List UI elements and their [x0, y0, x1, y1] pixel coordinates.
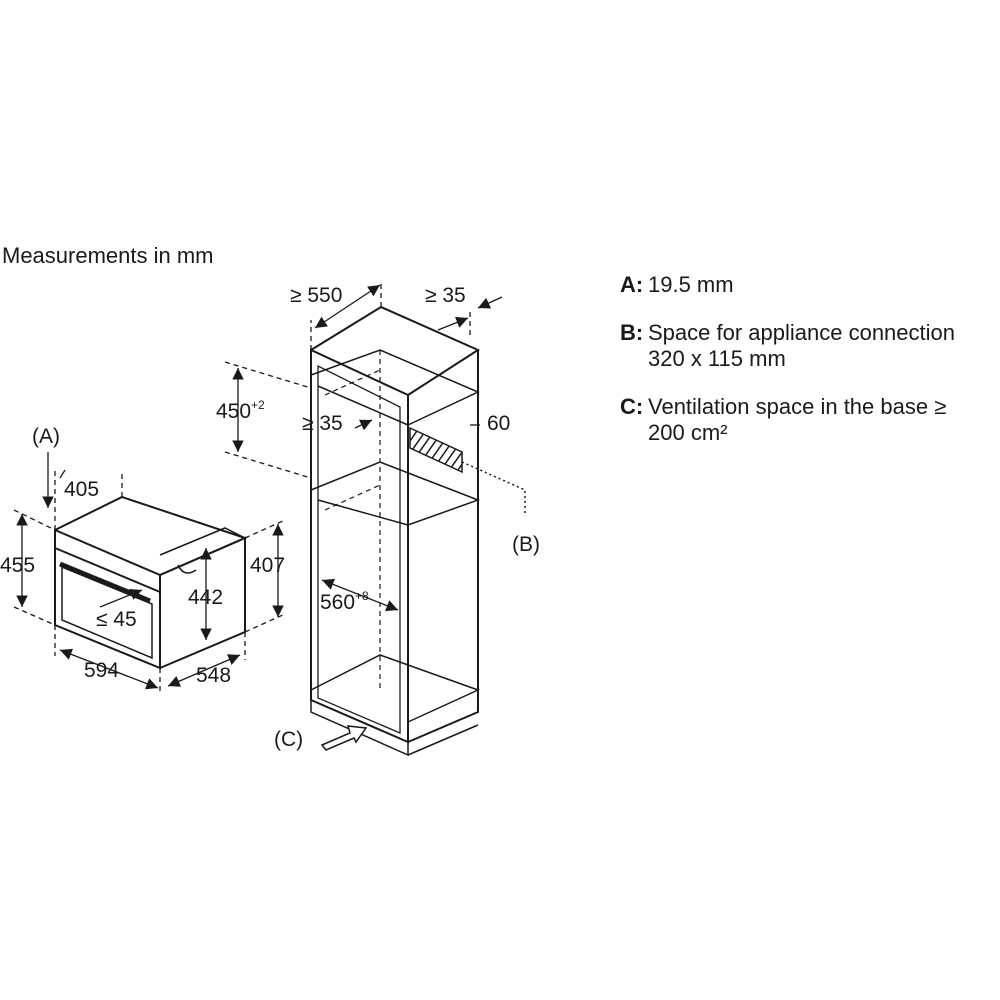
- dim-548: 548: [196, 664, 231, 687]
- legend-key: C:: [620, 394, 644, 419]
- legend-key: B:: [620, 320, 644, 345]
- cabinet-dimensions: [224, 280, 503, 751]
- connection-leader: [461, 461, 526, 515]
- legend-item-a: A: 19.5 mm: [620, 272, 1000, 298]
- dim-450: 450+2: [216, 398, 265, 423]
- oven-drawing: [54, 495, 248, 670]
- marker-a: (A): [32, 425, 60, 448]
- measurements-title: Measurements in mm: [2, 243, 214, 268]
- dim-455: 455: [0, 554, 35, 577]
- dim-407: 407: [250, 554, 285, 577]
- legend-text: Space for appliance connection 320 x 115…: [648, 320, 955, 371]
- dim-ge35-top: ≥ 35: [425, 284, 466, 307]
- dim-442: 442: [188, 586, 223, 609]
- cabinet-side: [407, 350, 479, 743]
- marker-b: (B): [512, 533, 540, 556]
- legend-text: Ventilation space in the base ≥ 200 cm²: [648, 394, 947, 445]
- marker-c: (C): [274, 728, 303, 751]
- legend-item-c: C: Ventilation space in the base ≥ 200 c…: [620, 394, 1000, 446]
- dim-405: 405: [64, 478, 99, 501]
- cabinet-drawing: [310, 305, 481, 757]
- legend-key: A:: [620, 272, 644, 297]
- legend-text: 19.5 mm: [648, 272, 734, 297]
- oven-dimensions: [13, 452, 286, 692]
- dim-560: 560+8: [320, 589, 369, 614]
- legend: A: 19.5 mm B: Space for appliance connec…: [620, 272, 1000, 468]
- dim-ge35-mid: ≥ 35: [302, 412, 343, 435]
- dim-60: 60: [487, 412, 510, 435]
- oven-top: [54, 495, 248, 576]
- dim-le45: ≤ 45: [96, 608, 137, 631]
- dim-594: 594: [84, 659, 119, 682]
- oven-control-panel-line: [54, 547, 161, 593]
- connection-space-hatch: [409, 426, 463, 474]
- legend-item-b: B: Space for appliance connection 320 x …: [620, 320, 1000, 372]
- cabinet-hidden-lines: [324, 349, 479, 691]
- cabinet-top: [310, 305, 481, 396]
- dim-ge550: ≥ 550: [290, 284, 342, 307]
